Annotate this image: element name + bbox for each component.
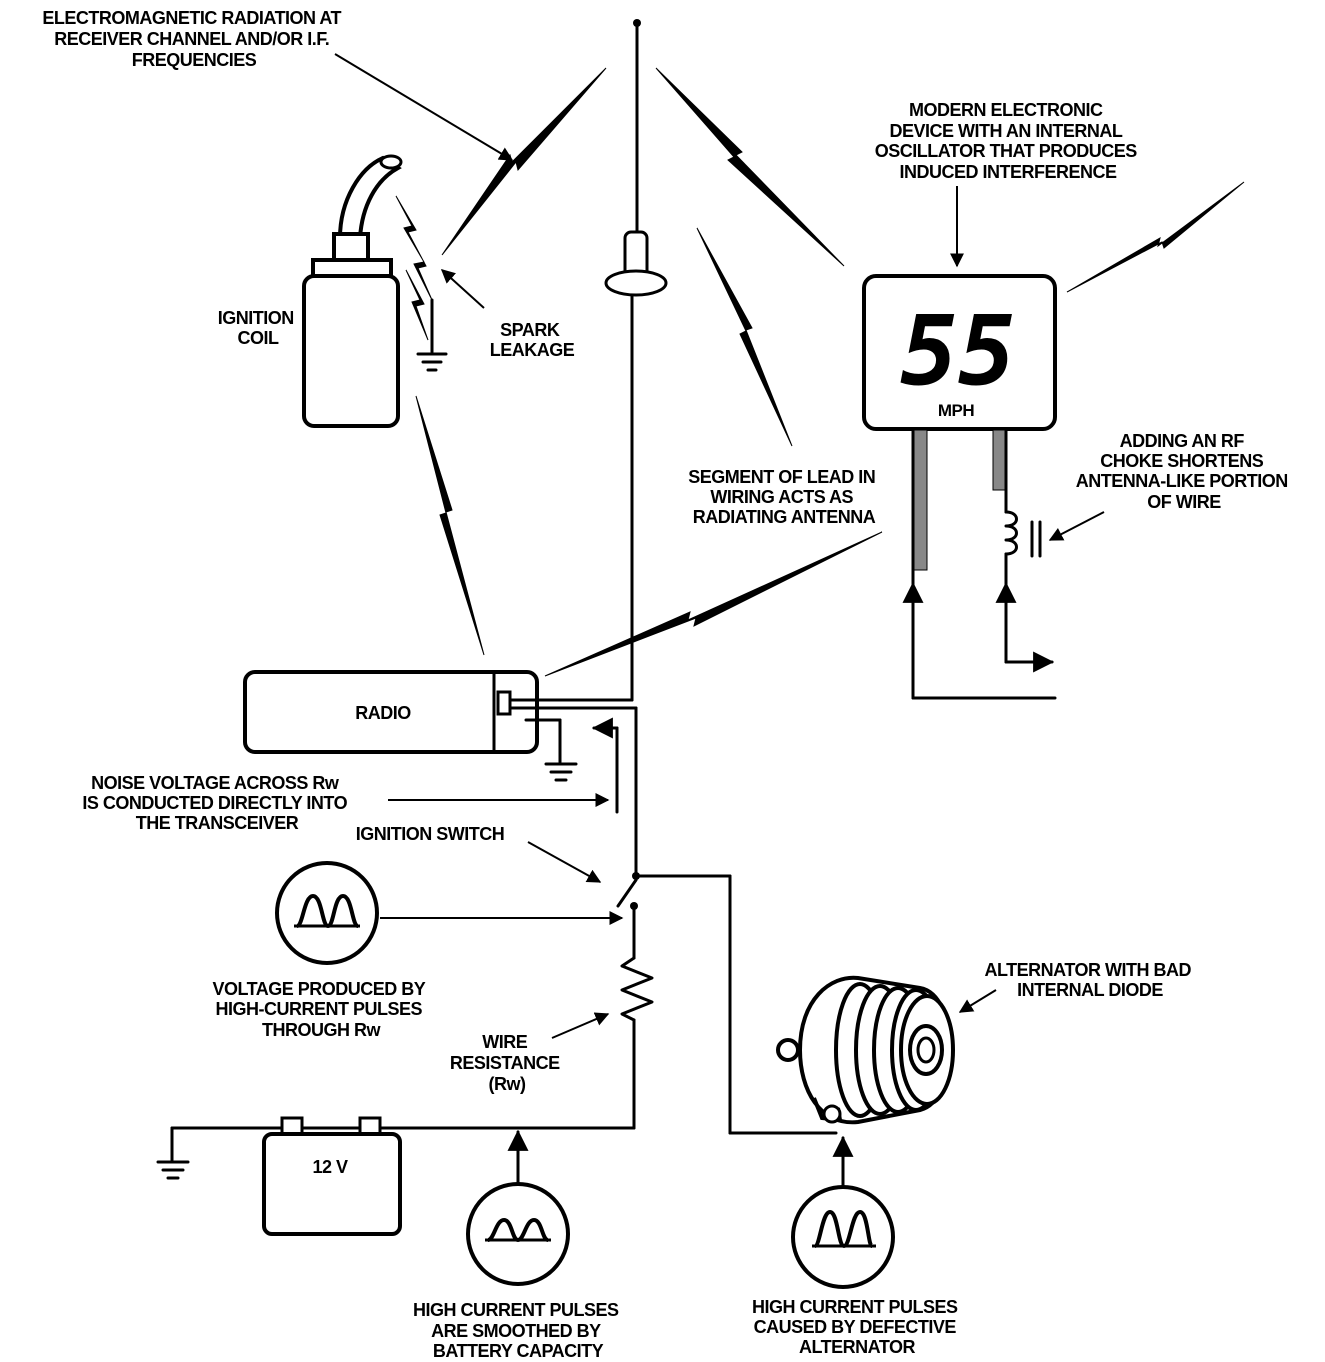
noise-path [591, 717, 619, 814]
speed-readout: 55 [900, 295, 1016, 407]
em-radiation-label: ELECTROMAGNETIC RADIATION AT RECEIVER CH… [42, 8, 345, 70]
waveform-gauge-rw [275, 861, 379, 965]
power-wiring [156, 706, 838, 1180]
speed-unit-label: MPH [938, 401, 975, 420]
battery-voltage-label: 12 V [312, 1157, 348, 1177]
segment-lead-label: SEGMENT OF LEAD IN WIRING ACTS AS RADIAT… [688, 467, 880, 527]
voltage-produced-label: VOLTAGE PRODUCED BY HIGH-CURRENT PULSES … [212, 979, 429, 1040]
battery [262, 1116, 402, 1236]
spark-icon [395, 195, 434, 354]
radio-unit [243, 670, 638, 782]
ignition-coil [302, 154, 403, 428]
device-wiring [902, 428, 1057, 700]
modern-device-label: MODERN ELECTRONIC DEVICE WITH AN INTERNA… [875, 100, 1142, 182]
pulses-smoothed-label: HIGH CURRENT PULSES ARE SMOOTHED BY BATT… [413, 1300, 623, 1361]
ignition-switch-label: IGNITION SWITCH [356, 824, 505, 844]
wire-resistance-label: WIRE RESISTANCE (Rw) [450, 1032, 564, 1094]
callout-arrows [334, 53, 1105, 1189]
spark-leakage-label: SPARK LEAKAGE [490, 320, 575, 360]
alternator [776, 975, 955, 1125]
radio-label: RADIO [355, 703, 411, 723]
antenna [604, 19, 668, 702]
rf-choke-label: ADDING AN RF CHOKE SHORTENS ANTENNA-LIKE… [1076, 431, 1293, 512]
ignition-coil-label: IGNITION COIL [218, 308, 299, 348]
alternator-label: ALTERNATOR WITH BAD INTERNAL DIODE [985, 960, 1196, 1000]
noise-voltage-label: NOISE VOLTAGE ACROSS Rw IS CONDUCTED DIR… [82, 773, 351, 833]
waveform-gauge-battery [466, 1182, 570, 1286]
waveform-gauge-alternator [791, 1185, 895, 1289]
coil-ground-icon [416, 352, 448, 372]
radiation-bolts [415, 67, 1245, 677]
pulses-defective-label: HIGH CURRENT PULSES CAUSED BY DEFECTIVE … [752, 1297, 962, 1357]
speedometer-device [862, 274, 1057, 571]
